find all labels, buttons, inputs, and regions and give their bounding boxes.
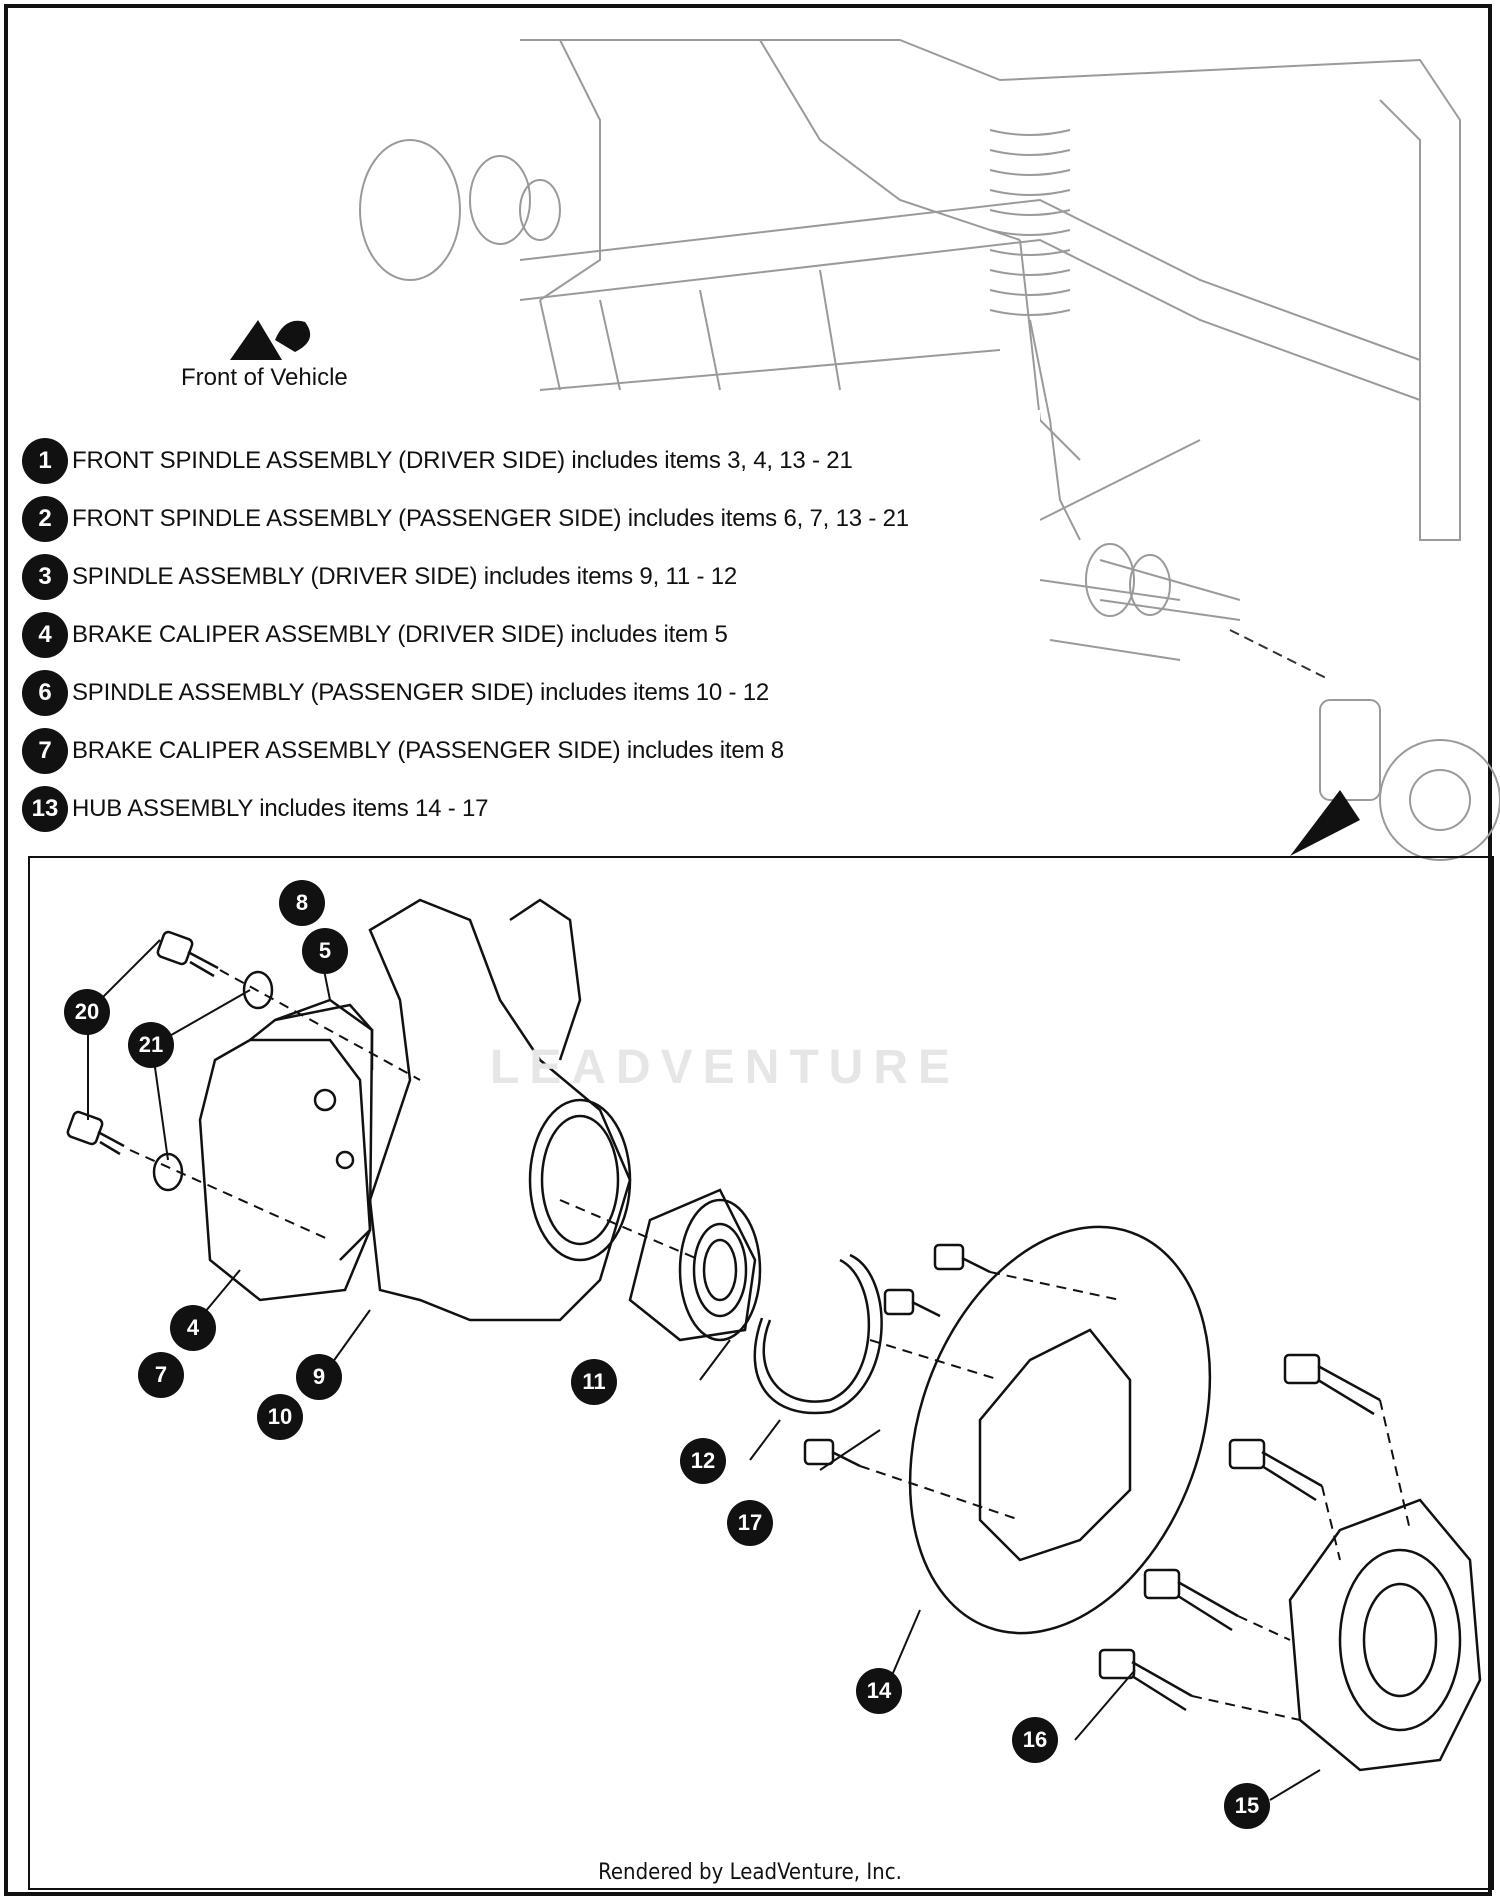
callout-16: 16: [1012, 1717, 1058, 1763]
callout-15: 15: [1224, 1783, 1270, 1829]
callout-11: 11: [571, 1359, 617, 1405]
callout-5: 5: [302, 928, 348, 974]
callout-4: 4: [170, 1305, 216, 1351]
callout-21: 21: [128, 1022, 174, 1068]
legend-number: 2: [22, 496, 68, 542]
legend-text: BRAKE CALIPER ASSEMBLY (PASSENGER SIDE) …: [72, 737, 784, 764]
exploded-view-frame: [28, 856, 1494, 1890]
footer-credit: Rendered by LeadVenture, Inc.: [598, 1860, 902, 1885]
legend-row: 1 FRONT SPINDLE ASSEMBLY (DRIVER SIDE) i…: [22, 432, 1042, 490]
legend-text: HUB ASSEMBLY includes items 14 - 17: [72, 795, 489, 822]
legend-row: 6 SPINDLE ASSEMBLY (PASSENGER SIDE) incl…: [22, 664, 1042, 722]
legend-text: FRONT SPINDLE ASSEMBLY (DRIVER SIDE) inc…: [72, 447, 853, 474]
callout-17: 17: [727, 1500, 773, 1546]
outer-frame: [4, 4, 1492, 1896]
watermark: LEADVENTURE: [490, 1041, 961, 1094]
legend-number: 3: [22, 554, 68, 600]
legend-row: 2 FRONT SPINDLE ASSEMBLY (PASSENGER SIDE…: [22, 490, 1042, 548]
legend-number: 4: [22, 612, 68, 658]
legend-number: 13: [22, 786, 68, 832]
legend-text: BRAKE CALIPER ASSEMBLY (DRIVER SIDE) inc…: [72, 621, 728, 648]
callout-12: 12: [680, 1438, 726, 1484]
legend-number: 1: [22, 438, 68, 484]
legend-row: 4 BRAKE CALIPER ASSEMBLY (DRIVER SIDE) i…: [22, 606, 1042, 664]
legend-number: 6: [22, 670, 68, 716]
legend-row: 13 HUB ASSEMBLY includes items 14 - 17: [22, 780, 1042, 838]
callout-7: 7: [138, 1352, 184, 1398]
callout-14: 14: [856, 1668, 902, 1714]
legend-text: SPINDLE ASSEMBLY (DRIVER SIDE) includes …: [72, 563, 738, 590]
legend-text: FRONT SPINDLE ASSEMBLY (PASSENGER SIDE) …: [72, 505, 909, 532]
callout-20: 20: [64, 989, 110, 1035]
front-arrow-icon: [230, 320, 282, 360]
parts-legend: 1 FRONT SPINDLE ASSEMBLY (DRIVER SIDE) i…: [22, 432, 1042, 838]
callout-8: 8: [279, 880, 325, 926]
front-of-vehicle-label: Front of Vehicle: [181, 364, 348, 391]
legend-text: SPINDLE ASSEMBLY (PASSENGER SIDE) includ…: [72, 679, 770, 706]
legend-row: 3 SPINDLE ASSEMBLY (DRIVER SIDE) include…: [22, 548, 1042, 606]
legend-row: 7 BRAKE CALIPER ASSEMBLY (PASSENGER SIDE…: [22, 722, 1042, 780]
legend-number: 7: [22, 728, 68, 774]
callout-10: 10: [257, 1394, 303, 1440]
callout-9: 9: [296, 1354, 342, 1400]
